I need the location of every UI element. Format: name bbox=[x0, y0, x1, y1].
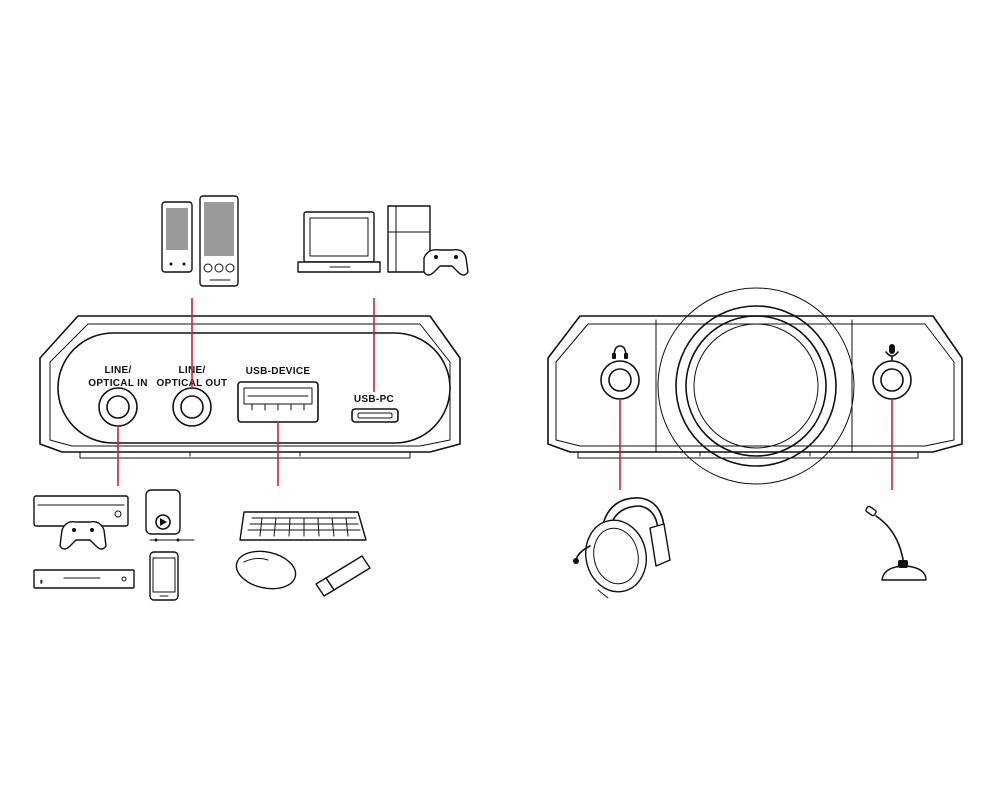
usb-pc-port: USB-PC bbox=[351, 394, 399, 423]
microphone-icon bbox=[885, 344, 899, 361]
blu-ray-player-icon: ▮ bbox=[33, 569, 135, 589]
rear-panel: LINE/ OPTICAL IN LINE/ OPTICAL OUT USB-D… bbox=[39, 315, 461, 459]
usb-stick-icon bbox=[315, 555, 371, 597]
desk-microphone-icon bbox=[865, 505, 927, 581]
microphone-port bbox=[872, 344, 912, 400]
line-optical-in-label-2: OPTICAL IN bbox=[88, 378, 147, 389]
keyboard-icon bbox=[239, 511, 367, 541]
game-console-icon bbox=[33, 495, 129, 550]
line-optical-in-label-1: LINE/ bbox=[104, 365, 131, 376]
svg-text:▮: ▮ bbox=[40, 579, 43, 585]
usb-device-label: USB-DEVICE bbox=[246, 366, 311, 377]
front-panel bbox=[547, 287, 963, 485]
speakers-icon bbox=[161, 195, 239, 287]
usb-device-port: USB-DEVICE bbox=[237, 366, 319, 423]
console-with-gamepad-icon bbox=[387, 205, 469, 276]
mouse-icon bbox=[235, 550, 297, 590]
headphone-port bbox=[600, 345, 640, 400]
headphone-icon bbox=[612, 345, 628, 359]
media-player-icon bbox=[145, 489, 195, 542]
usb-pc-label: USB-PC bbox=[354, 394, 394, 405]
volume-knob bbox=[655, 287, 855, 485]
line-optical-in-port: LINE/ OPTICAL IN bbox=[88, 365, 147, 427]
connector-lines bbox=[117, 298, 893, 490]
laptop-icon bbox=[297, 211, 381, 273]
smartphone-icon bbox=[149, 551, 179, 601]
headset-icon bbox=[573, 497, 671, 599]
